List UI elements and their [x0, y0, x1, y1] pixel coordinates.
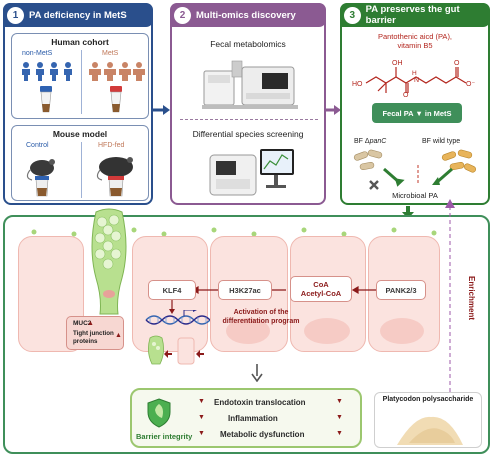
activation-line2: differentiation program [222, 318, 300, 325]
differentiated-cells-icon [148, 335, 204, 365]
barrier-integrity-label: Barrier integrity [136, 432, 193, 441]
bf-panc-gene: panC [369, 138, 387, 145]
tight-junction-label: Tight junction proteins [73, 330, 114, 346]
pantothenic-acid-structure: HO OH O H N O O⁻ [352, 60, 475, 97]
block-x-icon [369, 180, 379, 190]
barrier-down-arrow [251, 364, 263, 382]
sequencer-icon [209, 149, 294, 196]
pantothenic-acid-name: Pantothenic aicd (PA), vitamin B5 [342, 32, 488, 50]
bf-panc-label: BF ΔpanC [354, 138, 386, 145]
svg-text:OH: OH [392, 60, 403, 67]
panel2-divider [180, 119, 318, 120]
powder-icon [397, 416, 463, 445]
group-divider [81, 50, 82, 114]
endotoxin-label: Endotoxin translocation [214, 398, 306, 407]
mucus-layer [31, 227, 437, 237]
hfd-fed-label: HFD-fed [98, 142, 125, 149]
human-cohort-title: Human cohort [51, 37, 109, 47]
activation-line1: Activation of the [233, 309, 289, 316]
panel1-number: 1 [7, 6, 24, 24]
enrichment-label: Enrichment [467, 275, 476, 320]
panel2-title-bar: 2 Multi-omics discovery [170, 3, 326, 27]
panel-pa-gut-barrier: 3 PA preserves the gut barrier Pantothen… [340, 3, 490, 205]
arrow-p1-p2 [153, 105, 170, 115]
arrow-p2-p3 [326, 105, 341, 115]
panel-multi-omics: 2 Multi-omics discovery Fecal metabolomi… [170, 3, 326, 205]
fecal-pa-box: Fecal PA ▼ in MetS [372, 103, 462, 123]
barrier-integrity-box: Barrier integrity Endotoxin translocatio… [130, 388, 362, 448]
cell-nucleus [304, 318, 350, 344]
tight-junction-up-arrow: ▲ [115, 332, 122, 339]
bacteria-mutant-icon [353, 149, 383, 170]
bf-wild-type-label: BF wild type [422, 138, 461, 145]
control-label: Control [26, 142, 49, 149]
metabolic-dysfunction-label: Metabolic dysfunction [220, 430, 305, 439]
fecal-metabolomics-label: Fecal metabolomics [210, 39, 286, 49]
sample-tube-red-icon [110, 86, 122, 113]
control-mouse-icon [26, 159, 55, 197]
chem-name-line2: vitamin B5 [397, 41, 433, 50]
panel3-title: PA preserves the gut barrier [365, 4, 460, 26]
panel3-title-bar: 3 PA preserves the gut barrier [340, 3, 490, 27]
bf-panc-prefix: BF Δ [354, 138, 370, 145]
chem-name-line1: Pantothenic aicd (PA), [377, 32, 453, 41]
pank-box: PANK2/3 [376, 280, 426, 300]
muc2-label: MUC2 [73, 320, 92, 327]
metabolic-down-arrow-right: ▼ [336, 430, 343, 437]
tight-junction-line1: Tight junction [73, 330, 114, 337]
endotoxin-down-arrow-right: ▼ [336, 398, 343, 405]
dna-icon [145, 310, 210, 325]
non-mets-label: non-MetS [22, 50, 53, 57]
cell-nucleus [380, 318, 424, 344]
platycodon-box: Platycodon polysaccharide [374, 392, 482, 448]
mouse-model-title: Mouse model [52, 129, 108, 139]
tight-junction-line2: proteins [73, 338, 98, 345]
panel-pa-deficiency: 1 PA deficiency in MetS Human cohort non… [3, 3, 153, 205]
coa-label: CoA [313, 280, 329, 289]
svg-text:O⁻: O⁻ [466, 81, 475, 88]
h3k27ac-box: H3K27ac [218, 280, 272, 300]
svg-text:H: H [412, 70, 417, 77]
acetyl-coa-label: Acetyl-CoA [300, 289, 342, 298]
sample-tube-blue-icon [40, 86, 52, 113]
klf4-box: KLF4 [148, 280, 196, 300]
platycodon-label: Platycodon polysaccharide [382, 396, 474, 403]
panel1-title-bar: 1 PA deficiency in MetS [3, 3, 153, 27]
metabolic-down-arrow: ▼ [198, 430, 205, 437]
mets-label: MetS [102, 50, 119, 57]
muc2-box: MUC2 ▲ Tight junction proteins ▲ [66, 316, 124, 350]
inflammation-down-arrow-right: ▼ [336, 414, 343, 421]
mets-people-icon [89, 62, 145, 81]
panel2-title: Multi-omics discovery [196, 9, 296, 21]
mouse-model-box: Mouse model Control HFD-fed [11, 125, 149, 201]
mass-spectrometer-icon [202, 60, 298, 109]
svg-text:O: O [454, 60, 460, 67]
endotoxin-down-arrow: ▼ [198, 398, 205, 405]
svg-text:HO: HO [352, 81, 363, 88]
panel2-number: 2 [174, 6, 191, 24]
bacteria-wildtype-icon [441, 149, 477, 173]
muc2-up-arrow: ▲ [87, 320, 94, 327]
svg-text:O: O [403, 92, 409, 97]
inflammation-down-arrow: ▼ [198, 414, 205, 421]
panel1-title: PA deficiency in MetS [29, 9, 127, 21]
human-cohort-box: Human cohort non-MetS MetS [11, 33, 149, 119]
mouse-divider [81, 142, 82, 198]
cell-nucleus [226, 318, 270, 344]
non-mets-people-icon [22, 62, 72, 81]
shield-icon [147, 398, 171, 428]
klf4-down-arrow [169, 300, 175, 314]
activation-text: Activation of the differentiation progra… [216, 308, 306, 326]
differential-species-label: Differential species screening [192, 129, 304, 139]
panel3-number: 3 [344, 6, 361, 24]
coa-box: CoA Acetyl-CoA [290, 276, 352, 302]
bacteria-arrows [383, 165, 453, 187]
svg-text:N: N [414, 77, 419, 84]
enrichment-arrow [445, 199, 455, 392]
inflammation-label: Inflammation [228, 414, 278, 423]
microbial-pa-label: Microbioal PA [392, 191, 438, 200]
hfd-mouse-icon [96, 157, 133, 197]
goblet-cell-icon [91, 208, 127, 315]
